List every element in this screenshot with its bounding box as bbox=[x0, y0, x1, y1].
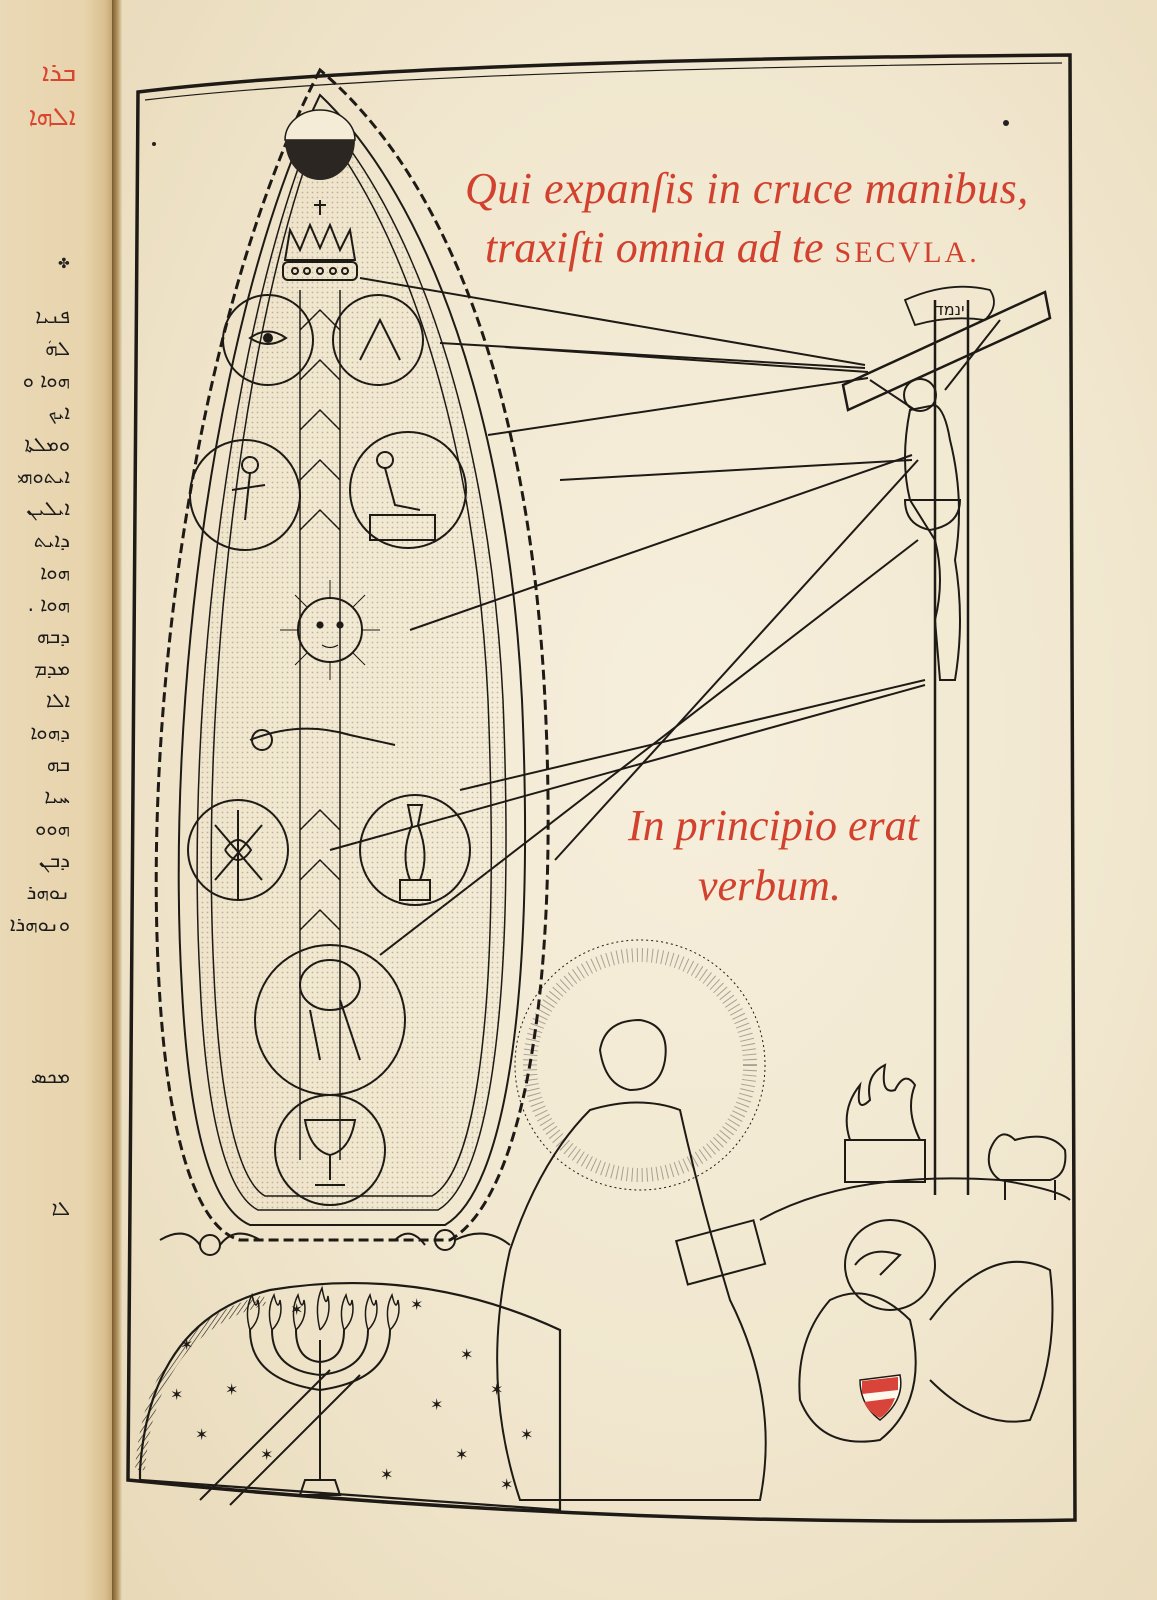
text-line: ܕܒܢ bbox=[38, 848, 70, 872]
svg-text:✶: ✶ bbox=[225, 1380, 238, 1399]
book-gutter bbox=[112, 0, 122, 1600]
inscription-middle-line-1: In principio erat bbox=[628, 801, 919, 850]
eagle-figure bbox=[798, 1219, 1054, 1443]
text-line: ܠܐ bbox=[51, 1196, 70, 1220]
facing-page-rubric-1: ܒܪܐ bbox=[41, 58, 76, 88]
cherub-right bbox=[394, 1229, 511, 1251]
fleuron-icon: ✤ bbox=[58, 257, 70, 272]
ink-speck bbox=[152, 142, 156, 146]
text-line: ܕܗܘܐ bbox=[30, 720, 70, 744]
medallion-candlestick-right bbox=[359, 794, 471, 906]
inscription-top-line-2-italic: traxiſti omnia ad te bbox=[485, 223, 835, 272]
facing-page: ܒܪܐ ܐܠܗܐ ✤ ܦܢܝܐ ܠܗܿ ܗܘܐ ܘ ܐܝܟ ܘܡܠܬܐ ܐܝܬܘ… bbox=[0, 0, 120, 1600]
text-line: ܒܗ bbox=[46, 752, 70, 776]
medallion-creation bbox=[332, 294, 424, 386]
inscription-top-smallcaps: SECVLA. bbox=[834, 236, 980, 269]
svg-text:✶: ✶ bbox=[460, 1345, 473, 1364]
facing-page-rubric-2: ܐܠܗܐ bbox=[28, 102, 76, 132]
text-line: ܕܐܝܬ bbox=[33, 528, 70, 552]
tree-trunk bbox=[299, 290, 341, 1160]
sun-face bbox=[280, 580, 380, 680]
st-john-halo bbox=[514, 939, 766, 1191]
svg-text:✶: ✶ bbox=[500, 1475, 513, 1494]
svg-text:✶: ✶ bbox=[430, 1395, 443, 1414]
svg-text:✶: ✶ bbox=[380, 1465, 393, 1484]
medallion-kneeling-figure bbox=[349, 431, 467, 549]
text-line: ܐܝܬܘܗܝ bbox=[17, 464, 70, 488]
lamb-figure bbox=[987, 1133, 1067, 1200]
burning-altar bbox=[844, 1063, 926, 1183]
svg-text:✶: ✶ bbox=[290, 1300, 303, 1319]
inscription-top-line-2: traxiſti omnia ad te SECVLA. bbox=[485, 222, 980, 273]
text-line: ܗܘܐ bbox=[40, 560, 70, 584]
ink-speck bbox=[1003, 120, 1009, 126]
starry-globe bbox=[135, 1281, 562, 1512]
text-line: ܐܠܐ bbox=[46, 688, 70, 712]
medallion-chalice bbox=[274, 1094, 386, 1206]
text-line: ܗܘܐ . bbox=[27, 592, 70, 616]
titulus: ינמד bbox=[935, 300, 965, 319]
reclining-figure bbox=[249, 727, 396, 751]
svg-text:✶: ✶ bbox=[180, 1335, 193, 1354]
shield-icon bbox=[859, 1374, 902, 1421]
cherub-left bbox=[159, 1232, 261, 1256]
border-frame bbox=[126, 53, 1077, 1523]
svg-text:✶: ✶ bbox=[455, 1445, 468, 1464]
medallion-eye bbox=[222, 294, 314, 386]
text-line: ܡܟܣ bbox=[30, 1064, 70, 1088]
text-line: ܗܘܘ bbox=[35, 816, 70, 840]
text-line: ܦܢܝܐ bbox=[35, 304, 70, 328]
svg-text:✶: ✶ bbox=[490, 1380, 503, 1399]
text-line: ܘܢܘܗܪܐ bbox=[9, 912, 70, 936]
stars: ✶ ✶ ✶ ✶ ✶ ✶ ✶ ✶ ✶ ✶ ✶ ✶ ✶ ✶ bbox=[170, 1295, 533, 1494]
svg-text:✶: ✶ bbox=[410, 1295, 423, 1314]
text-line: ܗܘܐ ܘ bbox=[22, 368, 70, 392]
crown-icon bbox=[282, 200, 358, 281]
text-line: ܚܝܐ bbox=[44, 784, 70, 808]
text-line: ܘܡܠܬܐ bbox=[24, 432, 70, 456]
facing-page-text: ܦܢܝܐ ܠܗܿ ܗܘܐ ܘ ܐܝܟ ܘܡܠܬܐ ܐܝܬܘܗܝ ܐܝܠܝܢ ܕܐ… bbox=[0, 300, 70, 1224]
moon-icon bbox=[284, 109, 356, 180]
text-line: ܐܝܠܝܢ bbox=[26, 496, 70, 520]
inscription-middle-line-2: verbum. bbox=[698, 861, 841, 910]
rays bbox=[329, 277, 926, 956]
menorah-icon bbox=[246, 1285, 400, 1496]
text-line: ܢܘܗܪ bbox=[26, 880, 70, 904]
svg-text:✶: ✶ bbox=[195, 1425, 208, 1444]
medallion-candlestick-left bbox=[187, 799, 289, 901]
inscription-top-line-1: Qui expanſis in cruce manibus, bbox=[465, 164, 1029, 213]
ground-mound bbox=[759, 1177, 1071, 1221]
text-line: ܡܕܡ bbox=[33, 656, 70, 680]
crucified-christ bbox=[869, 319, 1001, 681]
st-john-figure bbox=[496, 1018, 767, 1501]
cross bbox=[841, 285, 1052, 1195]
text-line: ܠܗܿ bbox=[45, 336, 70, 360]
medallion-left-figure bbox=[189, 439, 301, 551]
text-line: ܐܝܟ bbox=[48, 400, 70, 424]
mandorla-frame bbox=[154, 67, 550, 1242]
svg-text:✶: ✶ bbox=[520, 1425, 533, 1444]
text-line: ܕܒܗ bbox=[36, 624, 70, 648]
svg-text:✶: ✶ bbox=[170, 1385, 183, 1404]
svg-text:✶: ✶ bbox=[260, 1445, 273, 1464]
